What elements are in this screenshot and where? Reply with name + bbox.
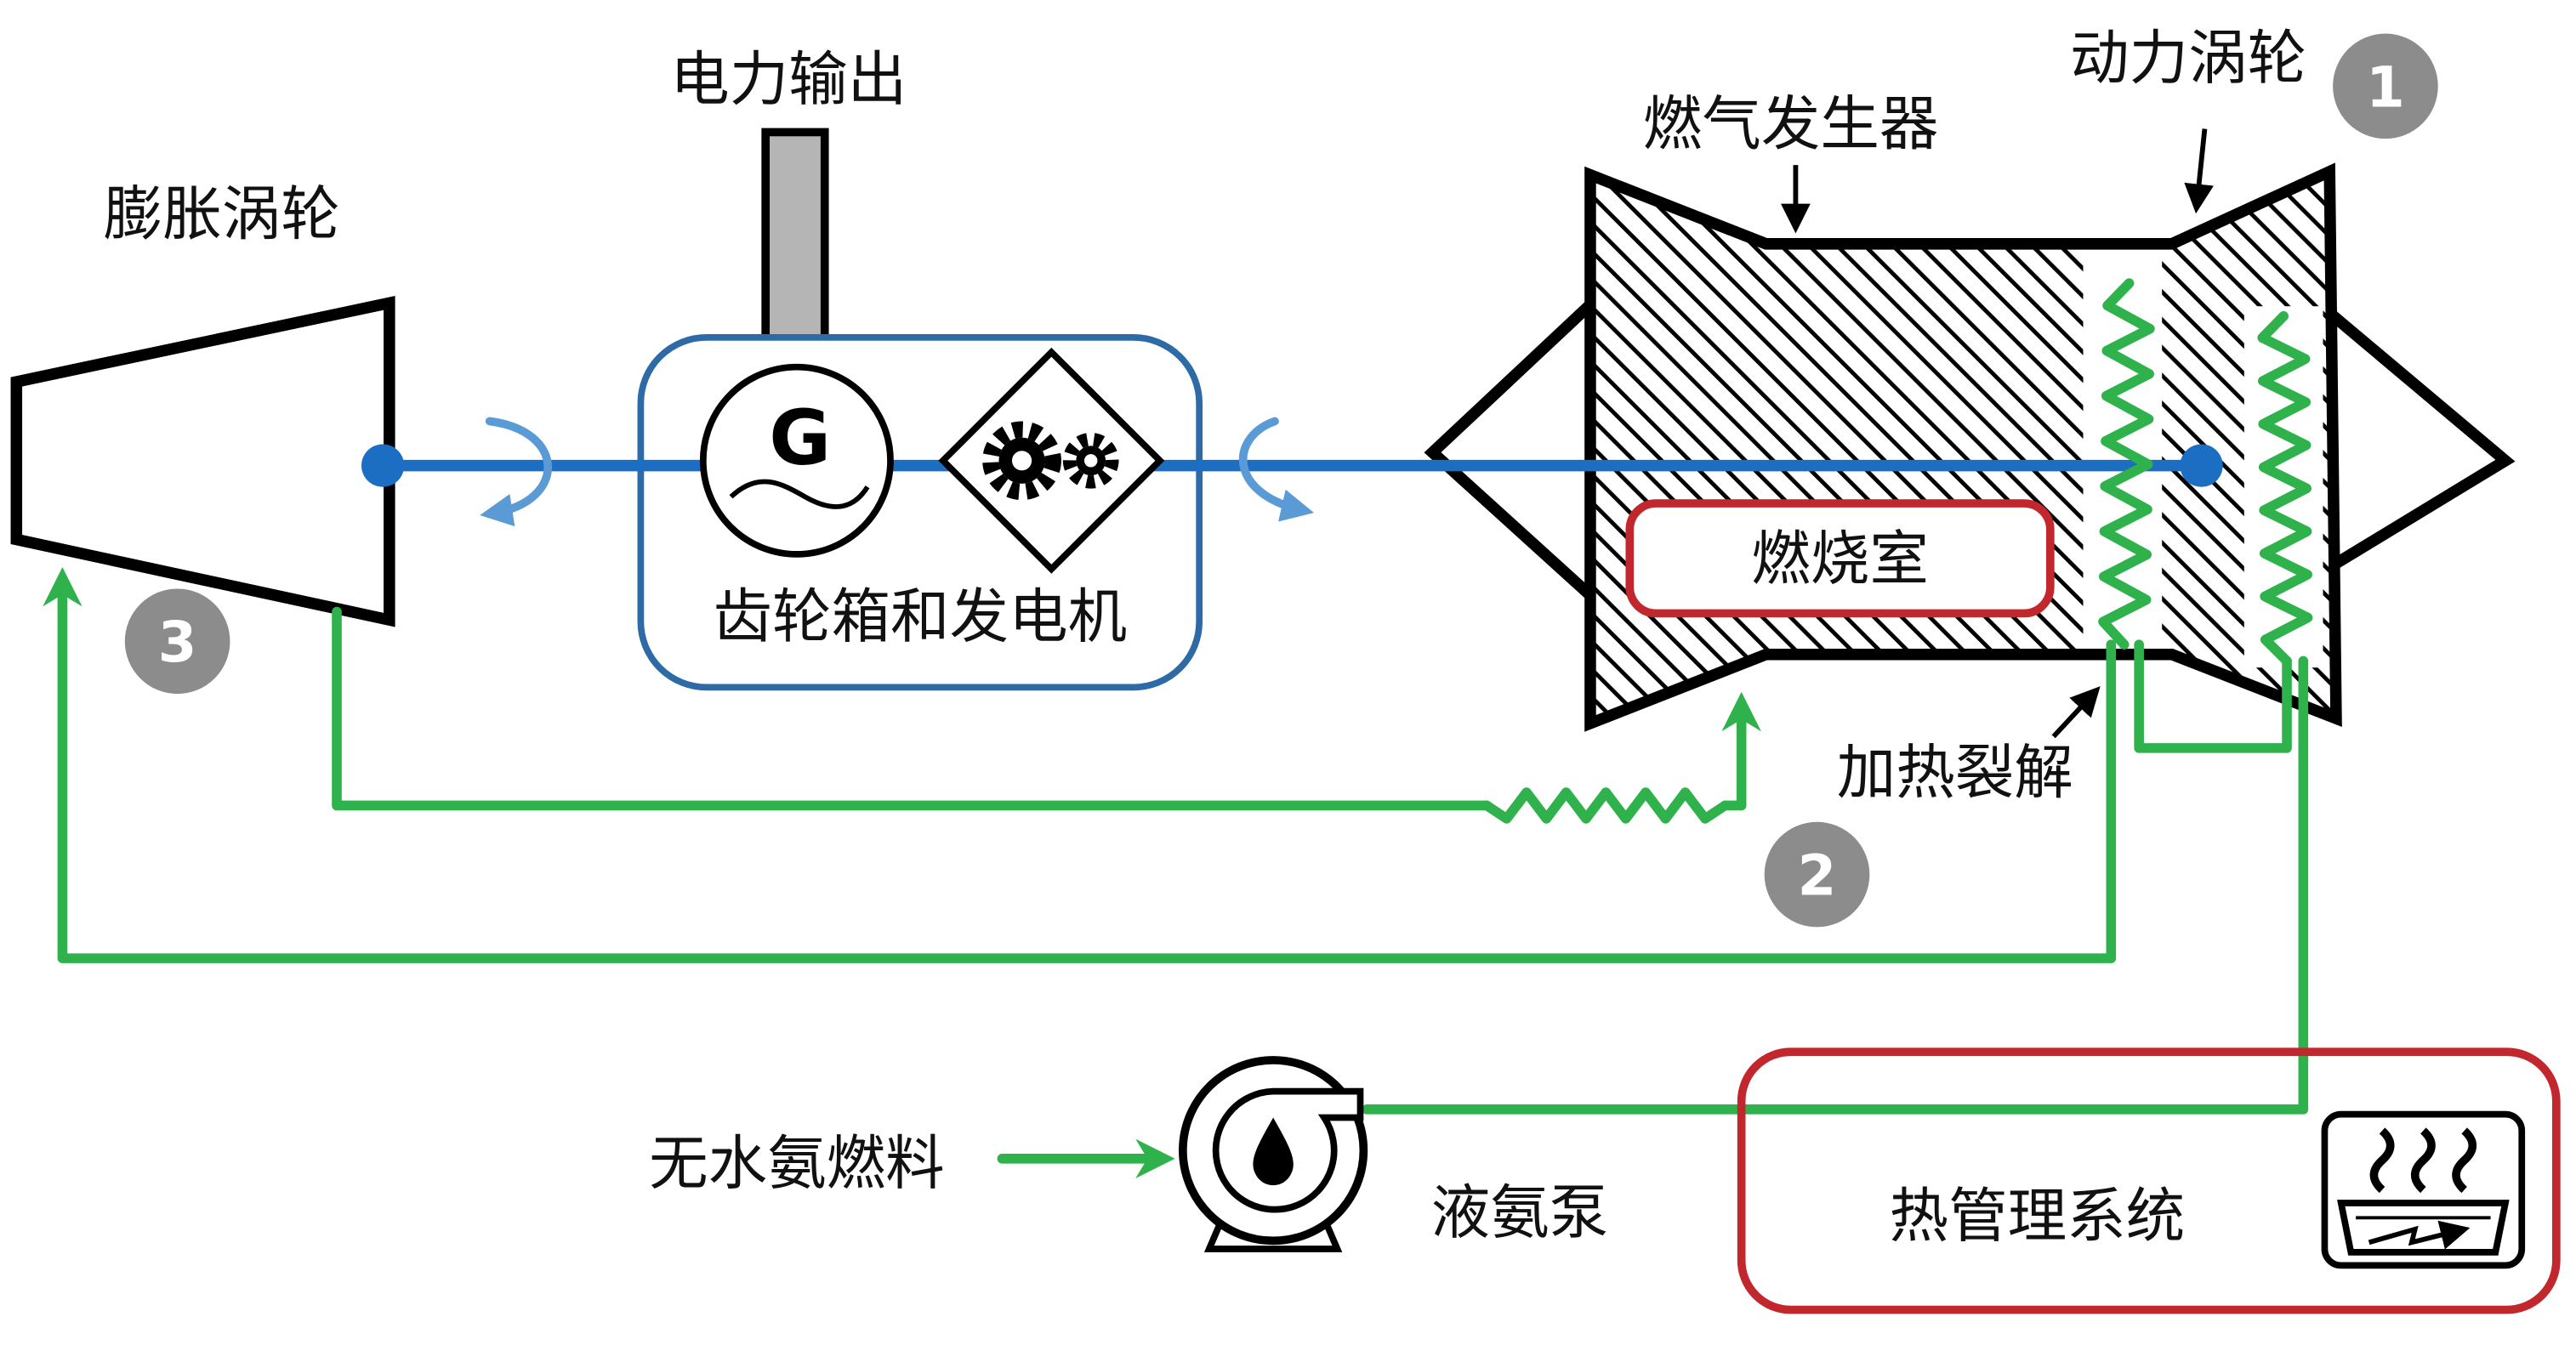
gear-icon bbox=[982, 421, 1061, 501]
coolant-line-exhaust bbox=[332, 606, 1493, 811]
label-thermal-cracking: 加热裂解 bbox=[1837, 738, 2073, 807]
label-power-output: 电力输出 bbox=[670, 45, 907, 114]
rotation-arrow-icon bbox=[480, 417, 552, 527]
coolant-line-zigzag bbox=[1481, 787, 1731, 824]
power-turbine-pointer bbox=[2184, 128, 2214, 214]
coolant-line-to-expansion-turbine bbox=[43, 566, 2117, 963]
gearbox-icon bbox=[938, 347, 1165, 574]
heat-exchanger-coil-right bbox=[2257, 311, 2313, 667]
badge-3: 3 bbox=[124, 588, 230, 695]
gas-generator-outline bbox=[1584, 162, 2342, 732]
inlet-cone bbox=[1424, 300, 1595, 600]
combustor-box bbox=[1625, 499, 2055, 618]
label-gearbox-generator: 齿轮箱和发电机 bbox=[713, 582, 1127, 651]
shaft-bearing-dot-left bbox=[361, 444, 405, 487]
badge-3-number: 3 bbox=[158, 610, 197, 675]
gas-generator-body bbox=[1589, 171, 2336, 724]
generator-icon: G bbox=[699, 363, 894, 558]
badge-2: 2 bbox=[1764, 821, 1870, 928]
rotation-arrow-icon bbox=[1238, 417, 1315, 522]
label-thermal-management-system: 热管理系统 bbox=[1890, 1182, 2186, 1251]
heat-icon bbox=[2321, 1110, 2526, 1269]
thermal-cracking-pointer bbox=[2051, 686, 2101, 739]
exhaust-cone bbox=[2325, 308, 2516, 573]
badge-1: 1 bbox=[2333, 33, 2438, 139]
coolant-line-to-gas-generator bbox=[1720, 691, 1761, 811]
generator-symbol: G bbox=[769, 394, 831, 481]
label-liquid-ammonia-pump: 液氨泵 bbox=[1431, 1178, 1609, 1247]
label-combustor: 燃烧室 bbox=[1751, 525, 1929, 593]
badge-1-number: 1 bbox=[2366, 55, 2405, 120]
thermal-management-box bbox=[1737, 1047, 2561, 1314]
label-gas-generator: 燃气发生器 bbox=[1643, 89, 1939, 158]
shaft-bearing-dot-right bbox=[2180, 444, 2223, 487]
coolant-line-from-thermal-management bbox=[1362, 655, 2309, 1115]
label-power-turbine: 动力涡轮 bbox=[2070, 24, 2306, 93]
heat-exchanger-coil-left bbox=[2098, 278, 2155, 650]
expansion-turbine bbox=[10, 296, 395, 627]
gas-generator bbox=[1424, 162, 2516, 732]
label-expansion-turbine: 膨胀涡轮 bbox=[104, 180, 340, 249]
badge-2-number: 2 bbox=[1798, 844, 1837, 909]
coolant-line-loop bbox=[2134, 639, 2292, 753]
gear-icon bbox=[1062, 432, 1119, 489]
label-anhydrous-ammonia-fuel: 无水氨燃料 bbox=[649, 1129, 945, 1198]
pump-icon bbox=[1179, 1056, 1368, 1252]
